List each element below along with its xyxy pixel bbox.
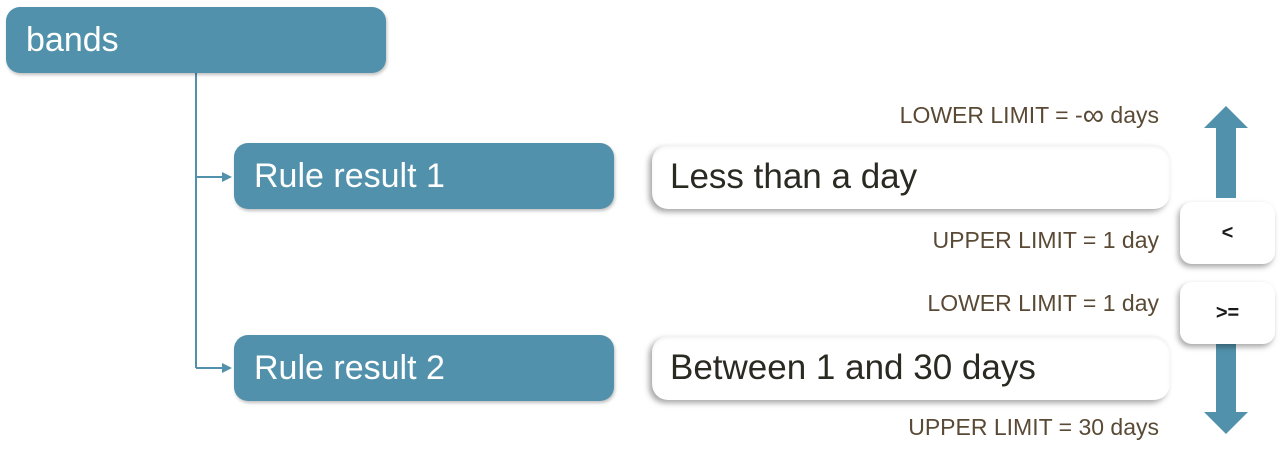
rule-result-2-label: Rule result 2 (254, 348, 445, 387)
rule-result-1-label: Rule result 1 (254, 156, 445, 195)
bands-label: bands (26, 20, 119, 59)
greater-equal-operator: >= (1180, 282, 1275, 344)
branch-arrowhead-1 (222, 172, 232, 182)
result-2-text: Between 1 and 30 days (670, 348, 1036, 387)
bands-node: bands (6, 7, 386, 73)
lower-limit-1-unit: days (1104, 102, 1159, 128)
branch-arrowhead-2 (222, 363, 232, 373)
result-2-box: Between 1 and 30 days (652, 336, 1170, 400)
result-1-text: Less than a day (670, 157, 918, 196)
upper-limit-2: UPPER LIMIT = 30 days (908, 414, 1159, 440)
rule-result-2-node: Rule result 2 (234, 335, 614, 401)
lower-limit-2: LOWER LIMIT = 1 day (927, 290, 1159, 316)
result-1-box: Less than a day (652, 145, 1170, 209)
infinity-icon: ∞ (1082, 99, 1105, 132)
rule-result-1-node: Rule result 1 (234, 143, 614, 209)
up-arrow-icon (1204, 106, 1248, 198)
down-arrow-icon (1204, 344, 1248, 434)
lower-limit-1: LOWER LIMIT = -∞ days (899, 99, 1159, 132)
less-than-operator: < (1180, 202, 1275, 264)
lower-limit-1-prefix: LOWER LIMIT = - (899, 102, 1083, 128)
upper-limit-1: UPPER LIMIT = 1 day (932, 227, 1159, 253)
